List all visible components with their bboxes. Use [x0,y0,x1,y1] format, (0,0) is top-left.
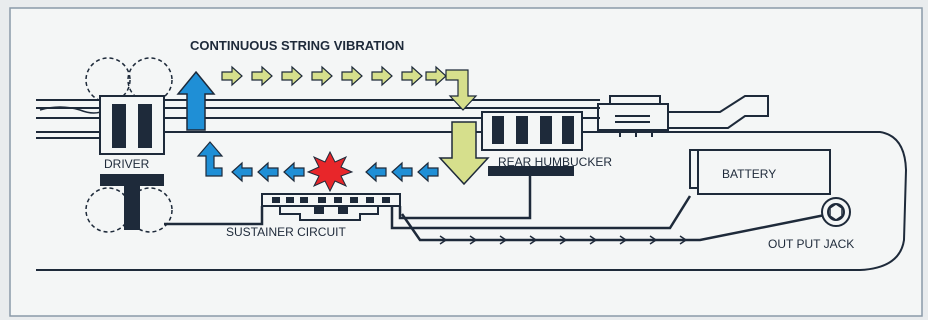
guitar-body-outline [36,131,908,271]
sustainer-circuit-board [261,193,401,221]
blue-up-arrow [176,70,216,131]
humbucker-pickup-icon [481,111,583,176]
blue-arrows-bottom [231,161,439,183]
yellow-bent-arrow [445,69,478,111]
sustainer-circuit-label: SUSTAINER CIRCUIT [226,225,346,239]
battery-icon [689,149,831,195]
output-jack-icon [821,197,851,227]
bridge-tailpiece [597,95,769,137]
rear-humbucker-label: REAR HUMBUCKER [498,155,612,169]
neck-detail [39,106,106,114]
wiring [164,176,831,242]
driver-coil-icon [85,57,173,233]
driver-label: DRIVER [104,157,150,171]
signal-arrows [439,235,688,245]
yellow-arrows-top [221,65,447,87]
title-label: CONTINUOUS STRING VIBRATION [190,38,404,53]
yellow-down-arrow [438,121,490,186]
blue-bent-up-arrow [196,141,224,177]
output-jack-label: OUT PUT JACK [768,237,854,251]
feedback-burst-icon [306,150,354,193]
battery-label: BATTERY [722,167,776,181]
